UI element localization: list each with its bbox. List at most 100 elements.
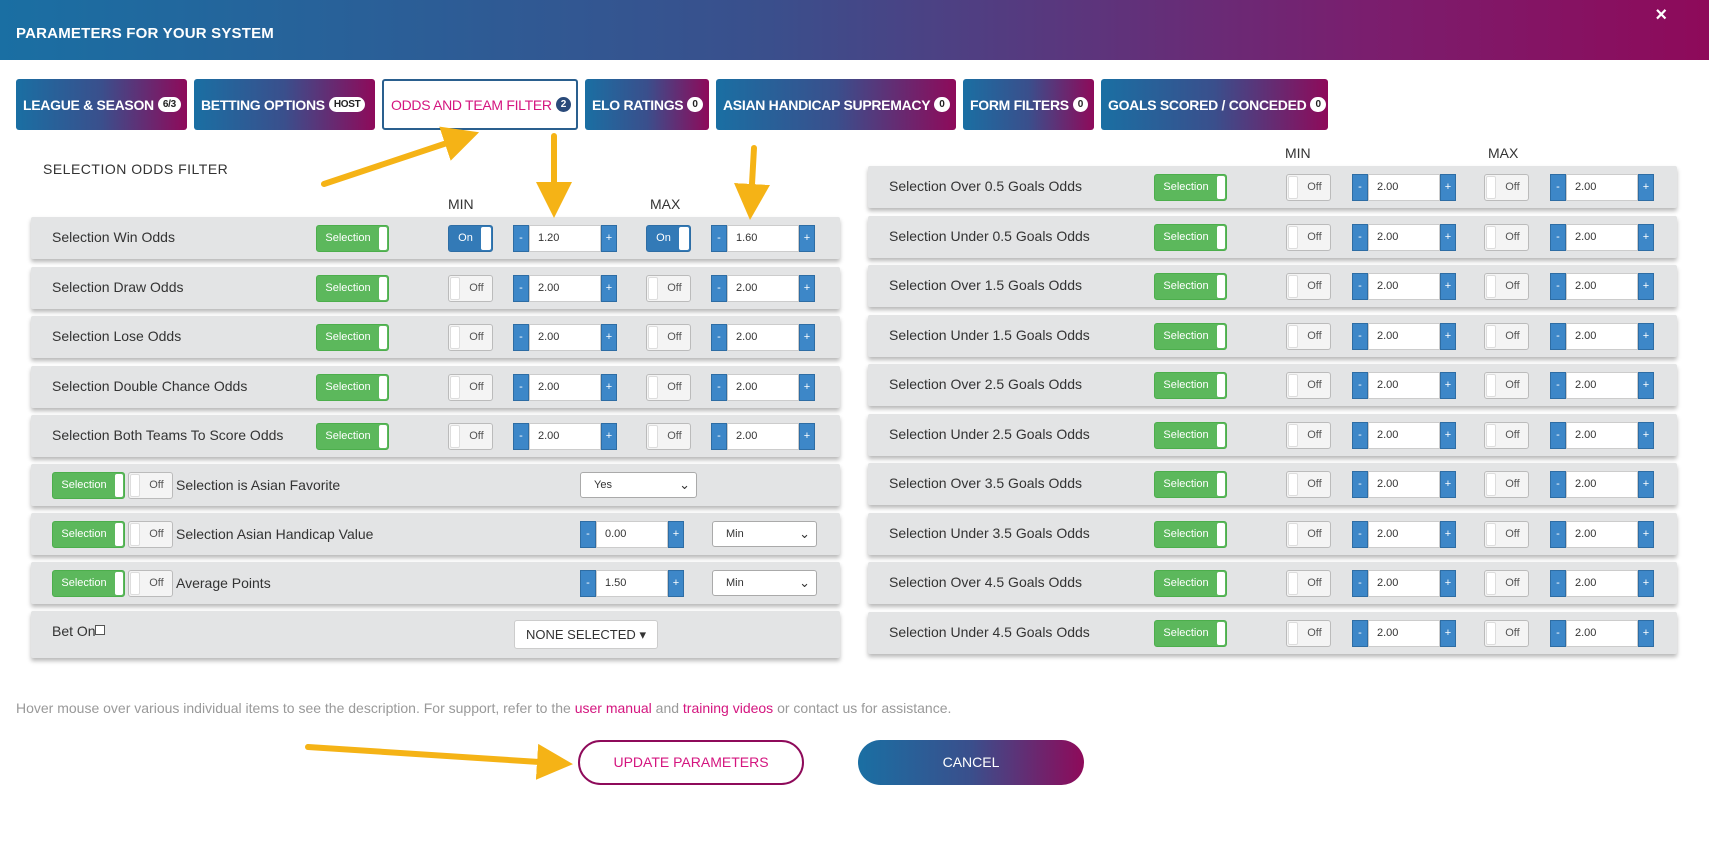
selection-toggle[interactable]: Selection [1154, 322, 1227, 350]
minus-button[interactable]: - [1352, 471, 1368, 498]
plus-button[interactable]: + [1440, 619, 1456, 647]
minus-button[interactable]: - [1352, 520, 1368, 548]
minus-button[interactable]: - [513, 274, 529, 302]
selection-toggle[interactable]: Selection [52, 472, 125, 499]
plus-button[interactable]: + [799, 423, 815, 450]
selection-toggle[interactable]: Selection [1154, 273, 1227, 300]
max-value-input[interactable]: 2.00 [1566, 273, 1638, 300]
max-switch[interactable]: Off [646, 423, 691, 450]
minus-button[interactable]: - [1550, 520, 1566, 548]
plus-button[interactable]: + [668, 570, 684, 597]
max-switch[interactable]: Off [1484, 372, 1529, 399]
min-switch[interactable]: Off [448, 373, 493, 401]
selection-toggle[interactable]: Selection [316, 225, 389, 252]
min-value-input[interactable]: 1.20 [529, 225, 601, 252]
plus-button[interactable]: + [1638, 273, 1654, 300]
minus-button[interactable]: - [513, 373, 529, 401]
minus-button[interactable]: - [1550, 273, 1566, 300]
minus-button[interactable]: - [1550, 619, 1566, 647]
min-switch[interactable]: On [448, 225, 493, 252]
min-value-input[interactable]: 2.00 [1368, 619, 1440, 647]
asian-favorite-select[interactable]: Yes⌄ [580, 472, 697, 498]
max-value-input[interactable]: 2.00 [727, 423, 799, 450]
min-switch[interactable]: Off [448, 274, 493, 302]
max-switch[interactable]: Off [1484, 223, 1529, 251]
off-switch[interactable]: Off [128, 472, 173, 499]
minus-button[interactable]: - [1352, 223, 1368, 251]
min-value-input[interactable]: 2.00 [529, 274, 601, 302]
minus-button[interactable]: - [1550, 223, 1566, 251]
minus-button[interactable]: - [1550, 174, 1566, 201]
plus-button[interactable]: + [1440, 570, 1456, 597]
min-value-input[interactable]: 2.00 [529, 373, 601, 401]
max-value-input[interactable]: 2.00 [1566, 223, 1638, 251]
plus-button[interactable]: + [1638, 322, 1654, 350]
minus-button[interactable]: - [711, 225, 727, 252]
min-switch[interactable]: Off [1286, 471, 1331, 498]
selection-toggle[interactable]: Selection [1154, 372, 1227, 399]
max-value-input[interactable]: 2.00 [1566, 322, 1638, 350]
max-switch[interactable]: Off [1484, 520, 1529, 548]
selection-toggle[interactable]: Selection [1154, 174, 1227, 201]
min-value-input[interactable]: 2.00 [1368, 273, 1440, 300]
min-value-input[interactable]: 2.00 [1368, 421, 1440, 449]
plus-button[interactable]: + [1638, 421, 1654, 449]
close-icon[interactable]: × [1655, 4, 1667, 26]
plus-button[interactable]: + [1638, 372, 1654, 399]
max-value-input[interactable]: 2.00 [1566, 619, 1638, 647]
selection-toggle[interactable]: Selection [52, 570, 125, 597]
average-points-select[interactable]: Min⌄ [712, 570, 817, 596]
off-switch[interactable]: Off [128, 570, 173, 597]
selection-toggle[interactable]: Selection [1154, 421, 1227, 449]
plus-button[interactable]: + [1638, 520, 1654, 548]
plus-button[interactable]: + [1638, 223, 1654, 251]
min-value-input[interactable]: 2.00 [529, 324, 601, 351]
cancel-button[interactable]: CANCEL [858, 740, 1084, 785]
user-manual-link[interactable]: user manual [574, 700, 652, 716]
tab-betting-options[interactable]: BETTING OPTIONS HOST [194, 79, 375, 130]
minus-button[interactable]: - [513, 423, 529, 450]
minus-button[interactable]: - [711, 324, 727, 351]
plus-button[interactable]: + [1638, 471, 1654, 498]
plus-button[interactable]: + [1440, 174, 1456, 201]
tab-odds-team-filter[interactable]: ODDS AND TEAM FILTER 2 [382, 79, 578, 130]
plus-button[interactable]: + [1440, 273, 1456, 300]
off-switch[interactable]: Off [128, 521, 173, 548]
min-switch[interactable]: Off [448, 324, 493, 351]
selection-toggle[interactable]: Selection [1154, 471, 1227, 498]
selection-toggle[interactable]: Selection [1154, 619, 1227, 647]
tab-league-season[interactable]: LEAGUE & SEASON 6/3 [16, 79, 187, 130]
plus-button[interactable]: + [799, 373, 815, 401]
bet-on-checkbox[interactable] [95, 625, 105, 635]
max-switch[interactable]: Off [1484, 570, 1529, 597]
plus-button[interactable]: + [1440, 223, 1456, 251]
selection-toggle[interactable]: Selection [52, 521, 125, 548]
minus-button[interactable]: - [1550, 471, 1566, 498]
minus-button[interactable]: - [513, 324, 529, 351]
minus-button[interactable]: - [1550, 570, 1566, 597]
average-points-input[interactable]: 1.50 [596, 570, 668, 597]
tab-form-filters[interactable]: FORM FILTERS 0 [963, 79, 1094, 130]
min-switch[interactable]: Off [1286, 174, 1331, 201]
min-switch[interactable]: Off [1286, 372, 1331, 399]
plus-button[interactable]: + [601, 373, 617, 401]
max-switch[interactable]: Off [1484, 273, 1529, 300]
asian-handicap-select[interactable]: Min⌄ [712, 521, 817, 547]
max-switch[interactable]: Off [646, 274, 691, 302]
min-switch[interactable]: Off [1286, 421, 1331, 449]
max-switch[interactable]: Off [1484, 174, 1529, 201]
minus-button[interactable]: - [711, 423, 727, 450]
min-value-input[interactable]: 2.00 [1368, 372, 1440, 399]
max-switch[interactable]: Off [1484, 322, 1529, 350]
minus-button[interactable]: - [513, 225, 529, 252]
minus-button[interactable]: - [711, 274, 727, 302]
max-value-input[interactable]: 2.00 [727, 373, 799, 401]
min-switch[interactable]: Off [1286, 223, 1331, 251]
max-value-input[interactable]: 1.60 [727, 225, 799, 252]
minus-button[interactable]: - [711, 373, 727, 401]
training-videos-link[interactable]: training videos [682, 700, 774, 716]
selection-toggle[interactable]: Selection [316, 423, 389, 450]
min-value-input[interactable]: 2.00 [1368, 520, 1440, 548]
bet-on-multiselect[interactable]: NONE SELECTED ▾ [514, 620, 658, 649]
plus-button[interactable]: + [1440, 322, 1456, 350]
